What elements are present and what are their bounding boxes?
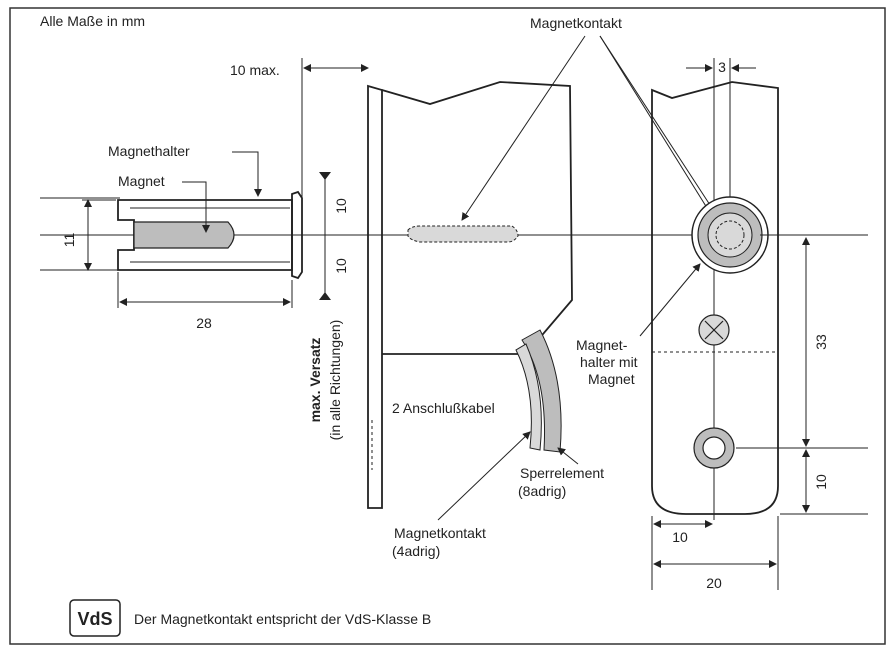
units-note: Alle Maße in mm bbox=[40, 13, 145, 29]
dimension-3-label: 3 bbox=[718, 59, 726, 75]
dimension-33-label: 33 bbox=[813, 334, 829, 350]
magnet-leader bbox=[182, 181, 210, 233]
magnetkontakt-leader-right bbox=[599, 35, 711, 206]
max-versatz-label: max. Versatz bbox=[307, 338, 323, 423]
reed-contact bbox=[407, 225, 519, 243]
offset-up-label: 10 bbox=[333, 198, 349, 214]
magnetkontakt-leader-left bbox=[461, 35, 586, 221]
dimension-11: 11 bbox=[61, 199, 116, 271]
offset-down-label: 10 bbox=[333, 258, 349, 274]
dimension-10-bottom-label: 10 bbox=[672, 529, 688, 545]
vds-logo-text: VdS bbox=[77, 609, 112, 629]
magnethalter-mit-label-3: Magnet bbox=[588, 371, 635, 387]
anschlusskabel-label: 2 Anschlußkabel bbox=[392, 400, 495, 416]
vds-logo bbox=[69, 599, 121, 637]
dimension-10-bottom: 10 20 bbox=[651, 516, 779, 591]
contact-housing bbox=[367, 81, 573, 509]
magnethalter-mit-label-1: Magnet- bbox=[576, 337, 628, 353]
dimension-11-label: 11 bbox=[61, 233, 77, 248]
dimension-28: 28 bbox=[117, 272, 293, 331]
dimension-20-label: 20 bbox=[706, 575, 722, 591]
dimension-3: 3 bbox=[686, 59, 756, 75]
magnetkontakt-top-label: Magnetkontakt bbox=[530, 15, 622, 31]
alle-richtungen-label: (in alle Richtungen) bbox=[327, 320, 343, 441]
vds-note: Der Magnetkontakt entspricht der VdS-Kla… bbox=[134, 611, 431, 627]
dimension-33: 33 10 bbox=[736, 234, 868, 515]
offset-dimension: 10 10 bbox=[319, 172, 349, 300]
flange-front-view bbox=[651, 58, 779, 520]
sperrelement-label: Sperrelement bbox=[520, 465, 604, 481]
magnethalter-leader bbox=[232, 151, 262, 197]
magnetkontakt-adrig-label: (4adrig) bbox=[392, 543, 440, 559]
ten-max-label: 10 max. bbox=[230, 62, 280, 78]
drawing-frame bbox=[9, 7, 886, 645]
magnetkontakt-bottom-label: Magnetkontakt bbox=[394, 525, 486, 541]
magnet-body bbox=[133, 221, 235, 249]
magnethalter-label: Magnethalter bbox=[108, 143, 190, 159]
cable-magnetkontakt bbox=[515, 343, 542, 451]
magnet-label: Magnet bbox=[118, 173, 165, 189]
sperrelement-adrig-label: (8adrig) bbox=[518, 483, 566, 499]
dimension-10-right-label: 10 bbox=[813, 474, 829, 490]
dimension-28-label: 28 bbox=[196, 315, 212, 331]
magnethalter-mit-label-2: halter mit bbox=[580, 354, 638, 370]
